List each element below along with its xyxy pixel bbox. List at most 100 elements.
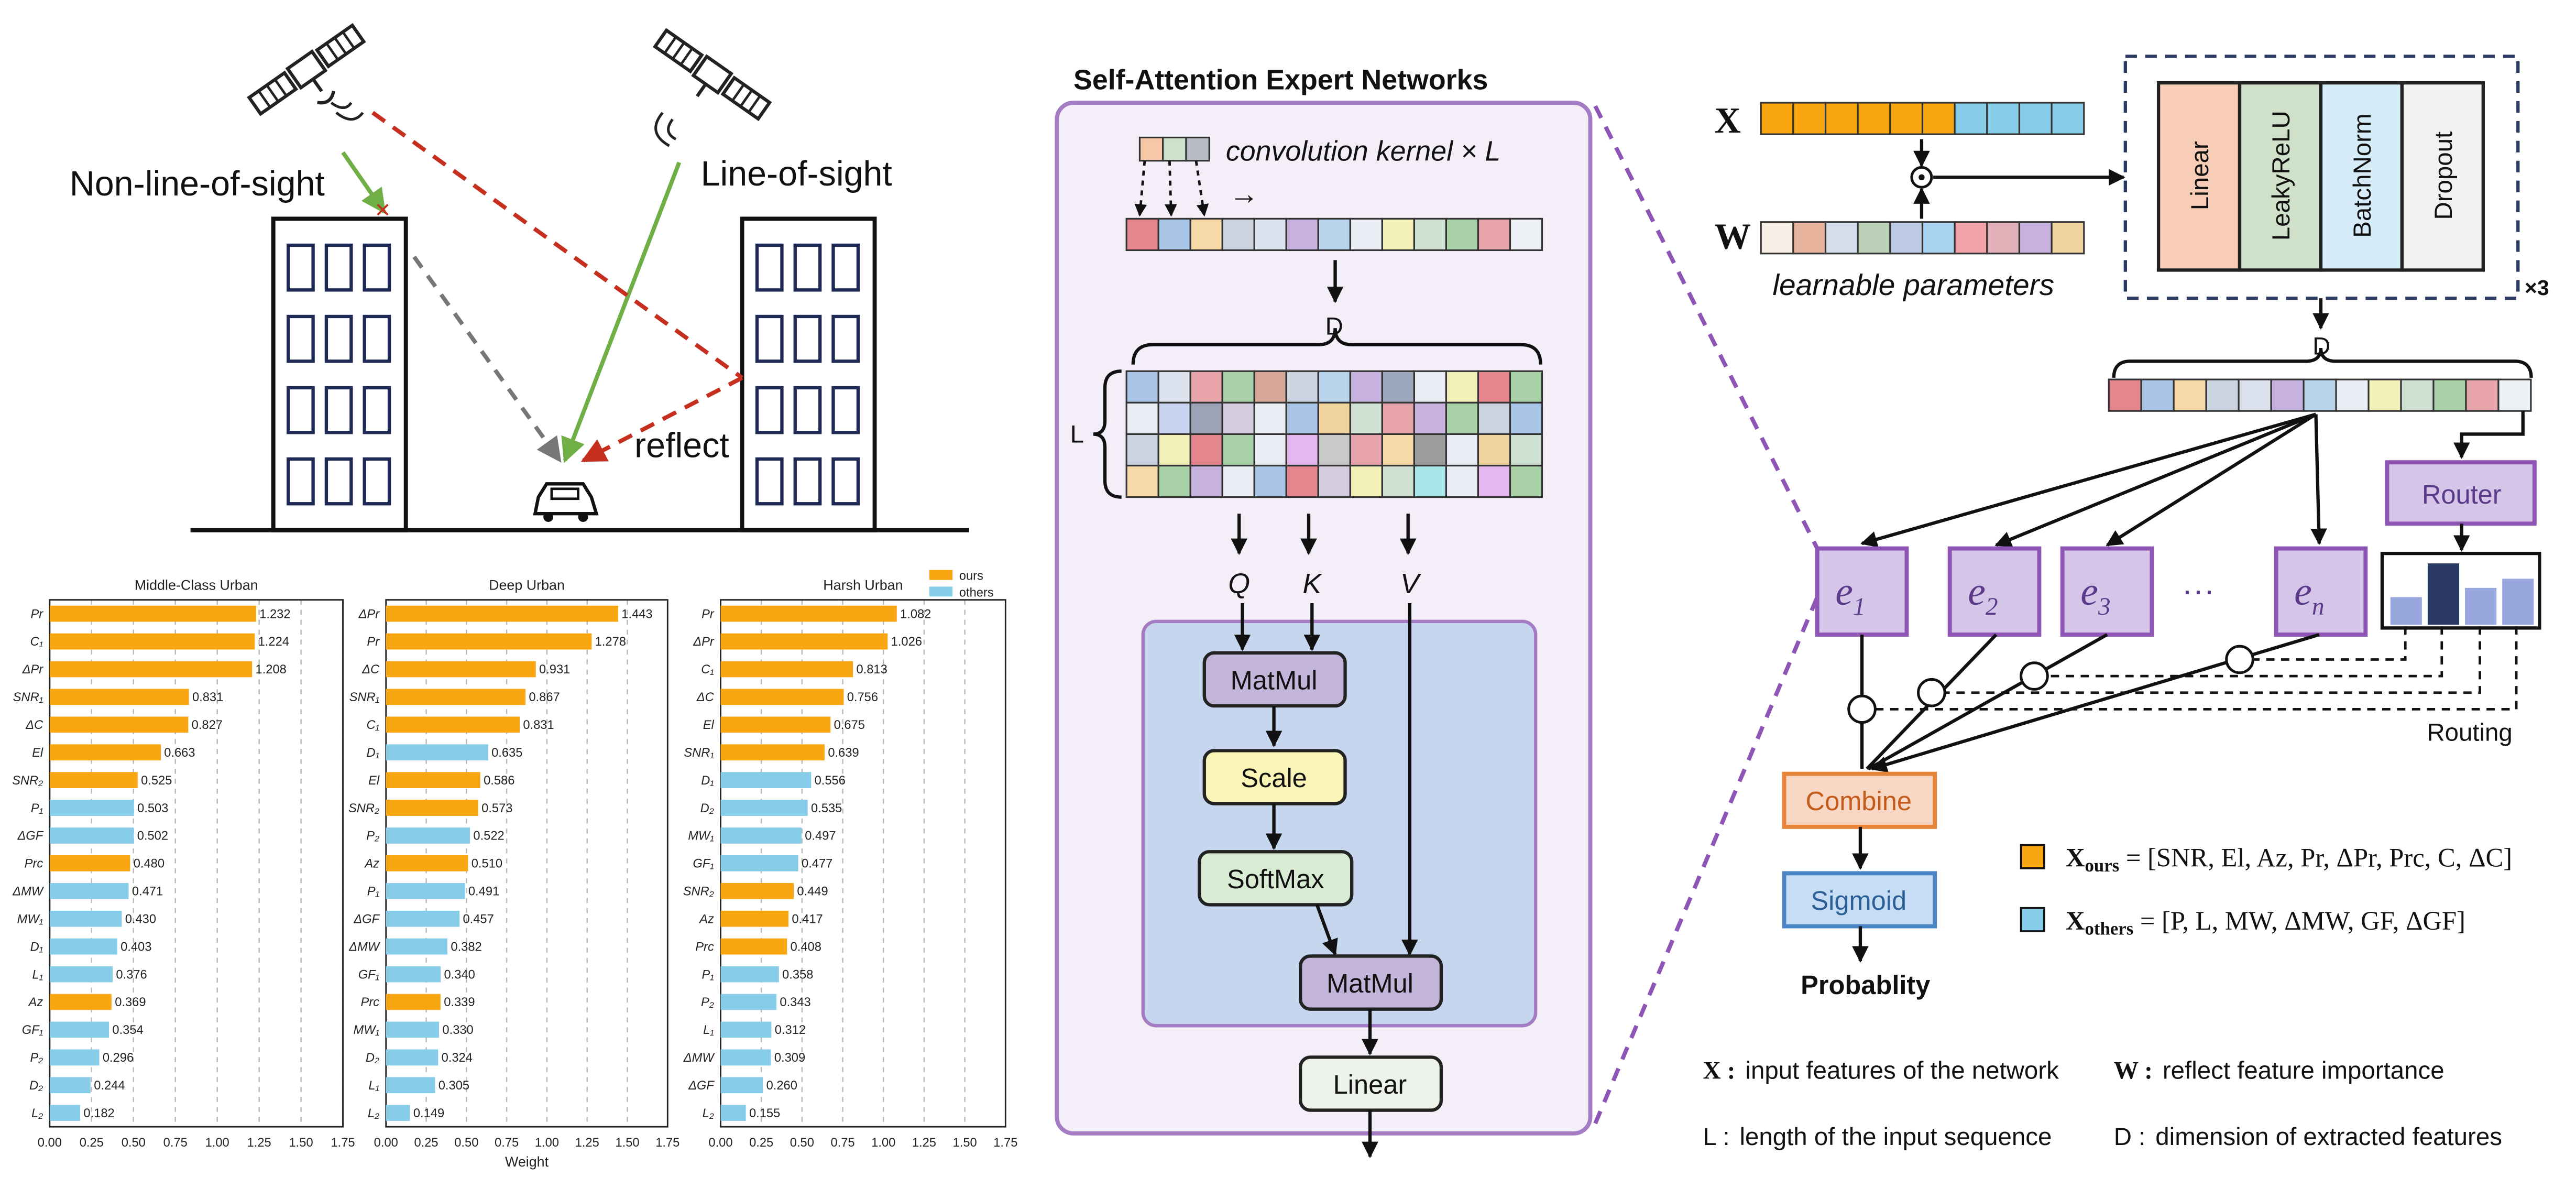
- category-label: SNR₂: [683, 885, 714, 899]
- bar: [720, 605, 897, 622]
- multipath-reflected: [580, 376, 743, 463]
- bar-value-label: 0.260: [766, 1079, 797, 1093]
- bar: [386, 827, 470, 844]
- category-label: Prc: [361, 996, 380, 1009]
- x-tick-label: 0.75: [495, 1136, 519, 1150]
- kernel-cell: [1185, 136, 1210, 162]
- x-axis-label: Weight: [505, 1154, 549, 1170]
- window: [363, 314, 391, 363]
- bar: [49, 855, 130, 871]
- matrix-cell: [1477, 464, 1511, 498]
- bar: [720, 1049, 771, 1066]
- category-label: P₂: [701, 996, 714, 1009]
- bar: [49, 1105, 81, 1121]
- category-label: ΔMW: [683, 1051, 716, 1065]
- feature-cell: [2335, 378, 2370, 412]
- matrix-cell: [1509, 433, 1543, 467]
- category-label: SNR₂: [12, 774, 43, 788]
- window: [324, 314, 353, 363]
- x-tick-label: 1.25: [912, 1136, 936, 1150]
- bar: [720, 966, 779, 983]
- x-tick-label: 1.00: [871, 1136, 895, 1150]
- matrix-cell: [1157, 464, 1191, 498]
- window: [793, 386, 822, 434]
- bar: [720, 910, 789, 927]
- category-label: MW₁: [688, 830, 714, 843]
- category-label: C₁: [30, 635, 43, 649]
- bar: [386, 994, 441, 1010]
- bar-value-label: 0.522: [473, 830, 504, 843]
- category-label: Pr: [31, 607, 44, 621]
- bar-value-label: 0.244: [94, 1079, 125, 1093]
- matrix-cell: [1413, 401, 1448, 435]
- mlp-layer-label: LeakyReLU: [2267, 111, 2295, 241]
- bar-value-label: 0.635: [491, 746, 522, 760]
- sequence-cell: [1445, 217, 1479, 252]
- category-label: L₁: [368, 1079, 379, 1093]
- bar: [386, 661, 536, 678]
- bar-value-label: 0.309: [774, 1051, 805, 1065]
- window: [755, 243, 784, 292]
- bar: [720, 827, 802, 844]
- matrix-cell: [1221, 433, 1255, 467]
- x-tick-label: 1.75: [655, 1136, 679, 1150]
- conv-kernel: [1138, 136, 1210, 162]
- bar-value-label: 1.082: [900, 607, 931, 621]
- window: [287, 457, 315, 506]
- matrix-cell: [1477, 370, 1511, 404]
- window: [755, 314, 784, 363]
- dim-d-label: D: [1325, 313, 1343, 341]
- x-vector-label: X: [1715, 101, 1741, 141]
- category-label: Az: [698, 912, 714, 926]
- sequence-cell: [1125, 217, 1159, 252]
- expert-block: [1947, 546, 2042, 637]
- bar-value-label: 0.376: [116, 968, 147, 982]
- feature-cell: [2108, 378, 2142, 412]
- chart-title: Deep Urban: [489, 577, 565, 593]
- bar-value-label: 1.026: [891, 635, 922, 649]
- matrix-cell: [1317, 464, 1351, 498]
- x-tick-label: 1.50: [289, 1136, 313, 1150]
- feature-cell: [2367, 378, 2402, 412]
- bar-value-label: 0.503: [137, 802, 168, 815]
- expert-label: en: [2294, 570, 2324, 620]
- bar: [49, 1021, 109, 1038]
- bar-value-label: 0.675: [834, 718, 865, 732]
- bar: [386, 605, 618, 622]
- matrix-cell: [1477, 401, 1511, 435]
- category-label: P₁: [702, 968, 714, 982]
- window: [287, 386, 315, 434]
- category-label: ΔMW: [348, 940, 381, 954]
- bar: [386, 1105, 410, 1121]
- window: [831, 243, 860, 292]
- bar-value-label: 0.556: [815, 774, 846, 788]
- w-cell: [1824, 221, 1859, 255]
- satellite-icon: [652, 28, 772, 122]
- legend-swatch: [929, 586, 953, 597]
- bar: [49, 1049, 100, 1066]
- category-label: L₂: [703, 1107, 714, 1120]
- category-label: SNR₁: [349, 691, 380, 704]
- bar: [720, 633, 888, 650]
- bar: [720, 994, 777, 1010]
- expert-label: e3: [2080, 570, 2110, 620]
- category-label: Az: [28, 996, 43, 1009]
- matrix-cell: [1157, 401, 1191, 435]
- diffracted-signal: [412, 255, 562, 463]
- category-label: ΔPr: [22, 663, 44, 677]
- bar: [720, 882, 794, 899]
- bar: [720, 689, 844, 705]
- feature-cell: [2303, 378, 2337, 412]
- window: [831, 314, 860, 363]
- bar-value-label: 1.278: [595, 635, 626, 649]
- x-tick-label: 0.00: [374, 1136, 398, 1150]
- conv-arrow: →: [1229, 177, 1259, 211]
- category-label: D₁: [701, 774, 714, 788]
- bar: [49, 910, 122, 927]
- x-tick-label: 0.75: [163, 1136, 188, 1150]
- chart-title: Harsh Urban: [823, 577, 903, 593]
- w-cell: [1954, 221, 1988, 255]
- matrix-cell: [1413, 433, 1448, 467]
